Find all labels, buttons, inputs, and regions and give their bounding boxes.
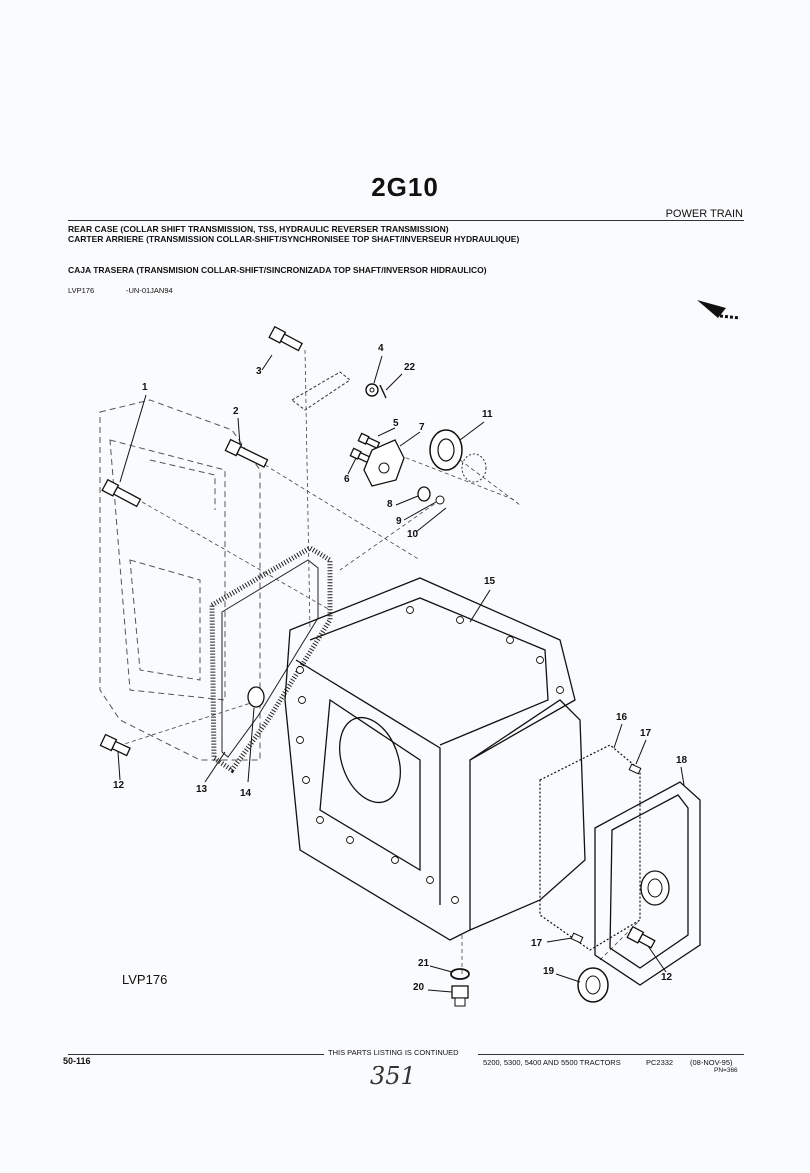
bolt-parts: [99, 325, 656, 949]
figure-ref-id: LVP176: [68, 286, 95, 295]
callout-6: 6: [344, 474, 350, 485]
catalog-date: (08-NOV-95): [690, 1058, 733, 1067]
callout-7: 7: [419, 422, 425, 433]
callout-17-bottom: 17: [531, 938, 543, 949]
rear-case: [284, 577, 586, 941]
callout-21: 21: [418, 958, 430, 969]
callout-14: 14: [240, 788, 252, 799]
callout-17-top: 17: [640, 728, 652, 739]
continued-note: THIS PARTS LISTING IS CONTINUED: [328, 1048, 459, 1057]
handwritten-page-number: 351: [370, 1062, 416, 1090]
callout-19: 19: [543, 966, 555, 977]
page-number: 50-116: [63, 1056, 91, 1066]
header-rule: [68, 220, 744, 221]
callout-18: 18: [676, 755, 688, 766]
title-spanish: CAJA TRASERA (TRANSMISION COLLAR-SHIFT/S…: [68, 265, 487, 275]
callout-5: 5: [393, 418, 399, 429]
callout-2: 2: [233, 406, 239, 417]
group-code: 2G10: [371, 172, 439, 202]
footer-rule-right: [478, 1054, 744, 1055]
title-french: CARTER ARRIERE (TRANSMISSION COLLAR-SHIF…: [68, 234, 520, 244]
callout-22: 22: [404, 362, 416, 373]
callout-12-right: 12: [661, 972, 673, 983]
section-name: POWER TRAIN: [665, 208, 743, 220]
figure-label: LVP176: [122, 972, 168, 987]
callout-12-left: 12: [113, 780, 125, 791]
callout-9: 9: [396, 516, 402, 527]
callout-20: 20: [413, 982, 425, 993]
callout-8: 8: [387, 499, 393, 510]
callout-10: 10: [407, 529, 419, 540]
title-english: REAR CASE (COLLAR SHIFT TRANSMISSION, TS…: [68, 224, 449, 234]
callout-1: 1: [142, 382, 148, 393]
catalog-number: PC2332: [646, 1058, 674, 1067]
callout-4: 4: [378, 343, 384, 354]
callout-11: 11: [482, 409, 493, 420]
footer-rule-left: [68, 1054, 324, 1055]
tractor-models: 5200, 5300, 5400 AND 5500 TRACTORS: [483, 1058, 621, 1067]
direction-arrow-icon: [697, 300, 741, 320]
callout-3: 3: [256, 366, 262, 377]
figure-ref-date: -UN-01JAN94: [126, 286, 173, 295]
callout-16: 16: [616, 712, 628, 723]
callout-15: 15: [484, 576, 496, 587]
pn-number: PN=366: [714, 1067, 738, 1074]
callout-13: 13: [196, 784, 208, 795]
ghost-housing: [99, 399, 261, 761]
